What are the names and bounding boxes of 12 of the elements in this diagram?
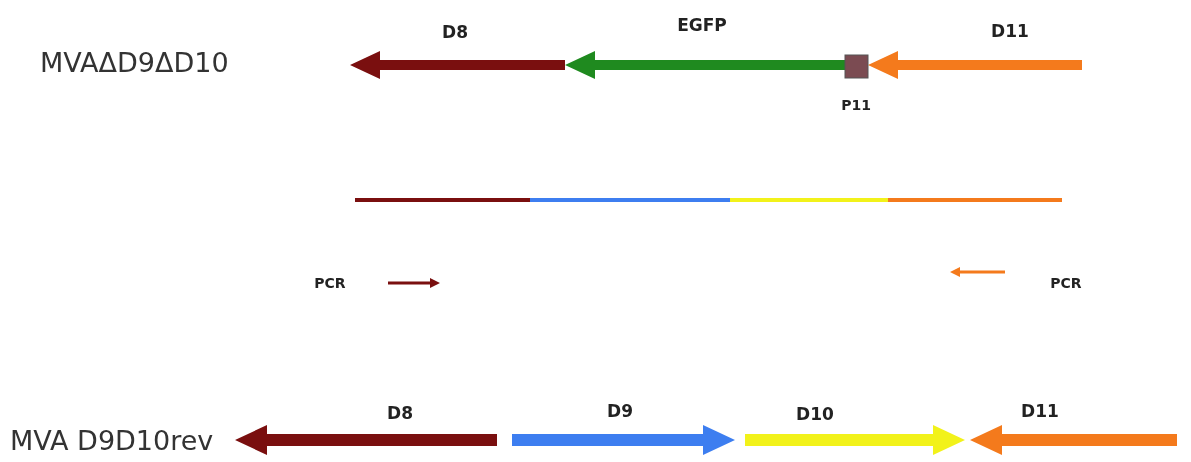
construct-name: MVA D9D10rev bbox=[10, 426, 214, 454]
primer-label: PCR bbox=[1050, 276, 1082, 290]
gene-label: D8 bbox=[442, 23, 468, 41]
gene-label: D8 bbox=[387, 404, 413, 422]
gene-label: D10 bbox=[796, 405, 834, 423]
primer-label: PCR bbox=[314, 276, 346, 290]
gene-label: D9 bbox=[607, 402, 633, 420]
gene-label: D11 bbox=[1021, 402, 1059, 420]
gene-label: EGFP bbox=[677, 16, 727, 34]
gene-label: D11 bbox=[991, 22, 1029, 40]
promoter-label: P11 bbox=[841, 98, 871, 112]
construct-name: MVAΔD9ΔD10 bbox=[40, 48, 229, 76]
